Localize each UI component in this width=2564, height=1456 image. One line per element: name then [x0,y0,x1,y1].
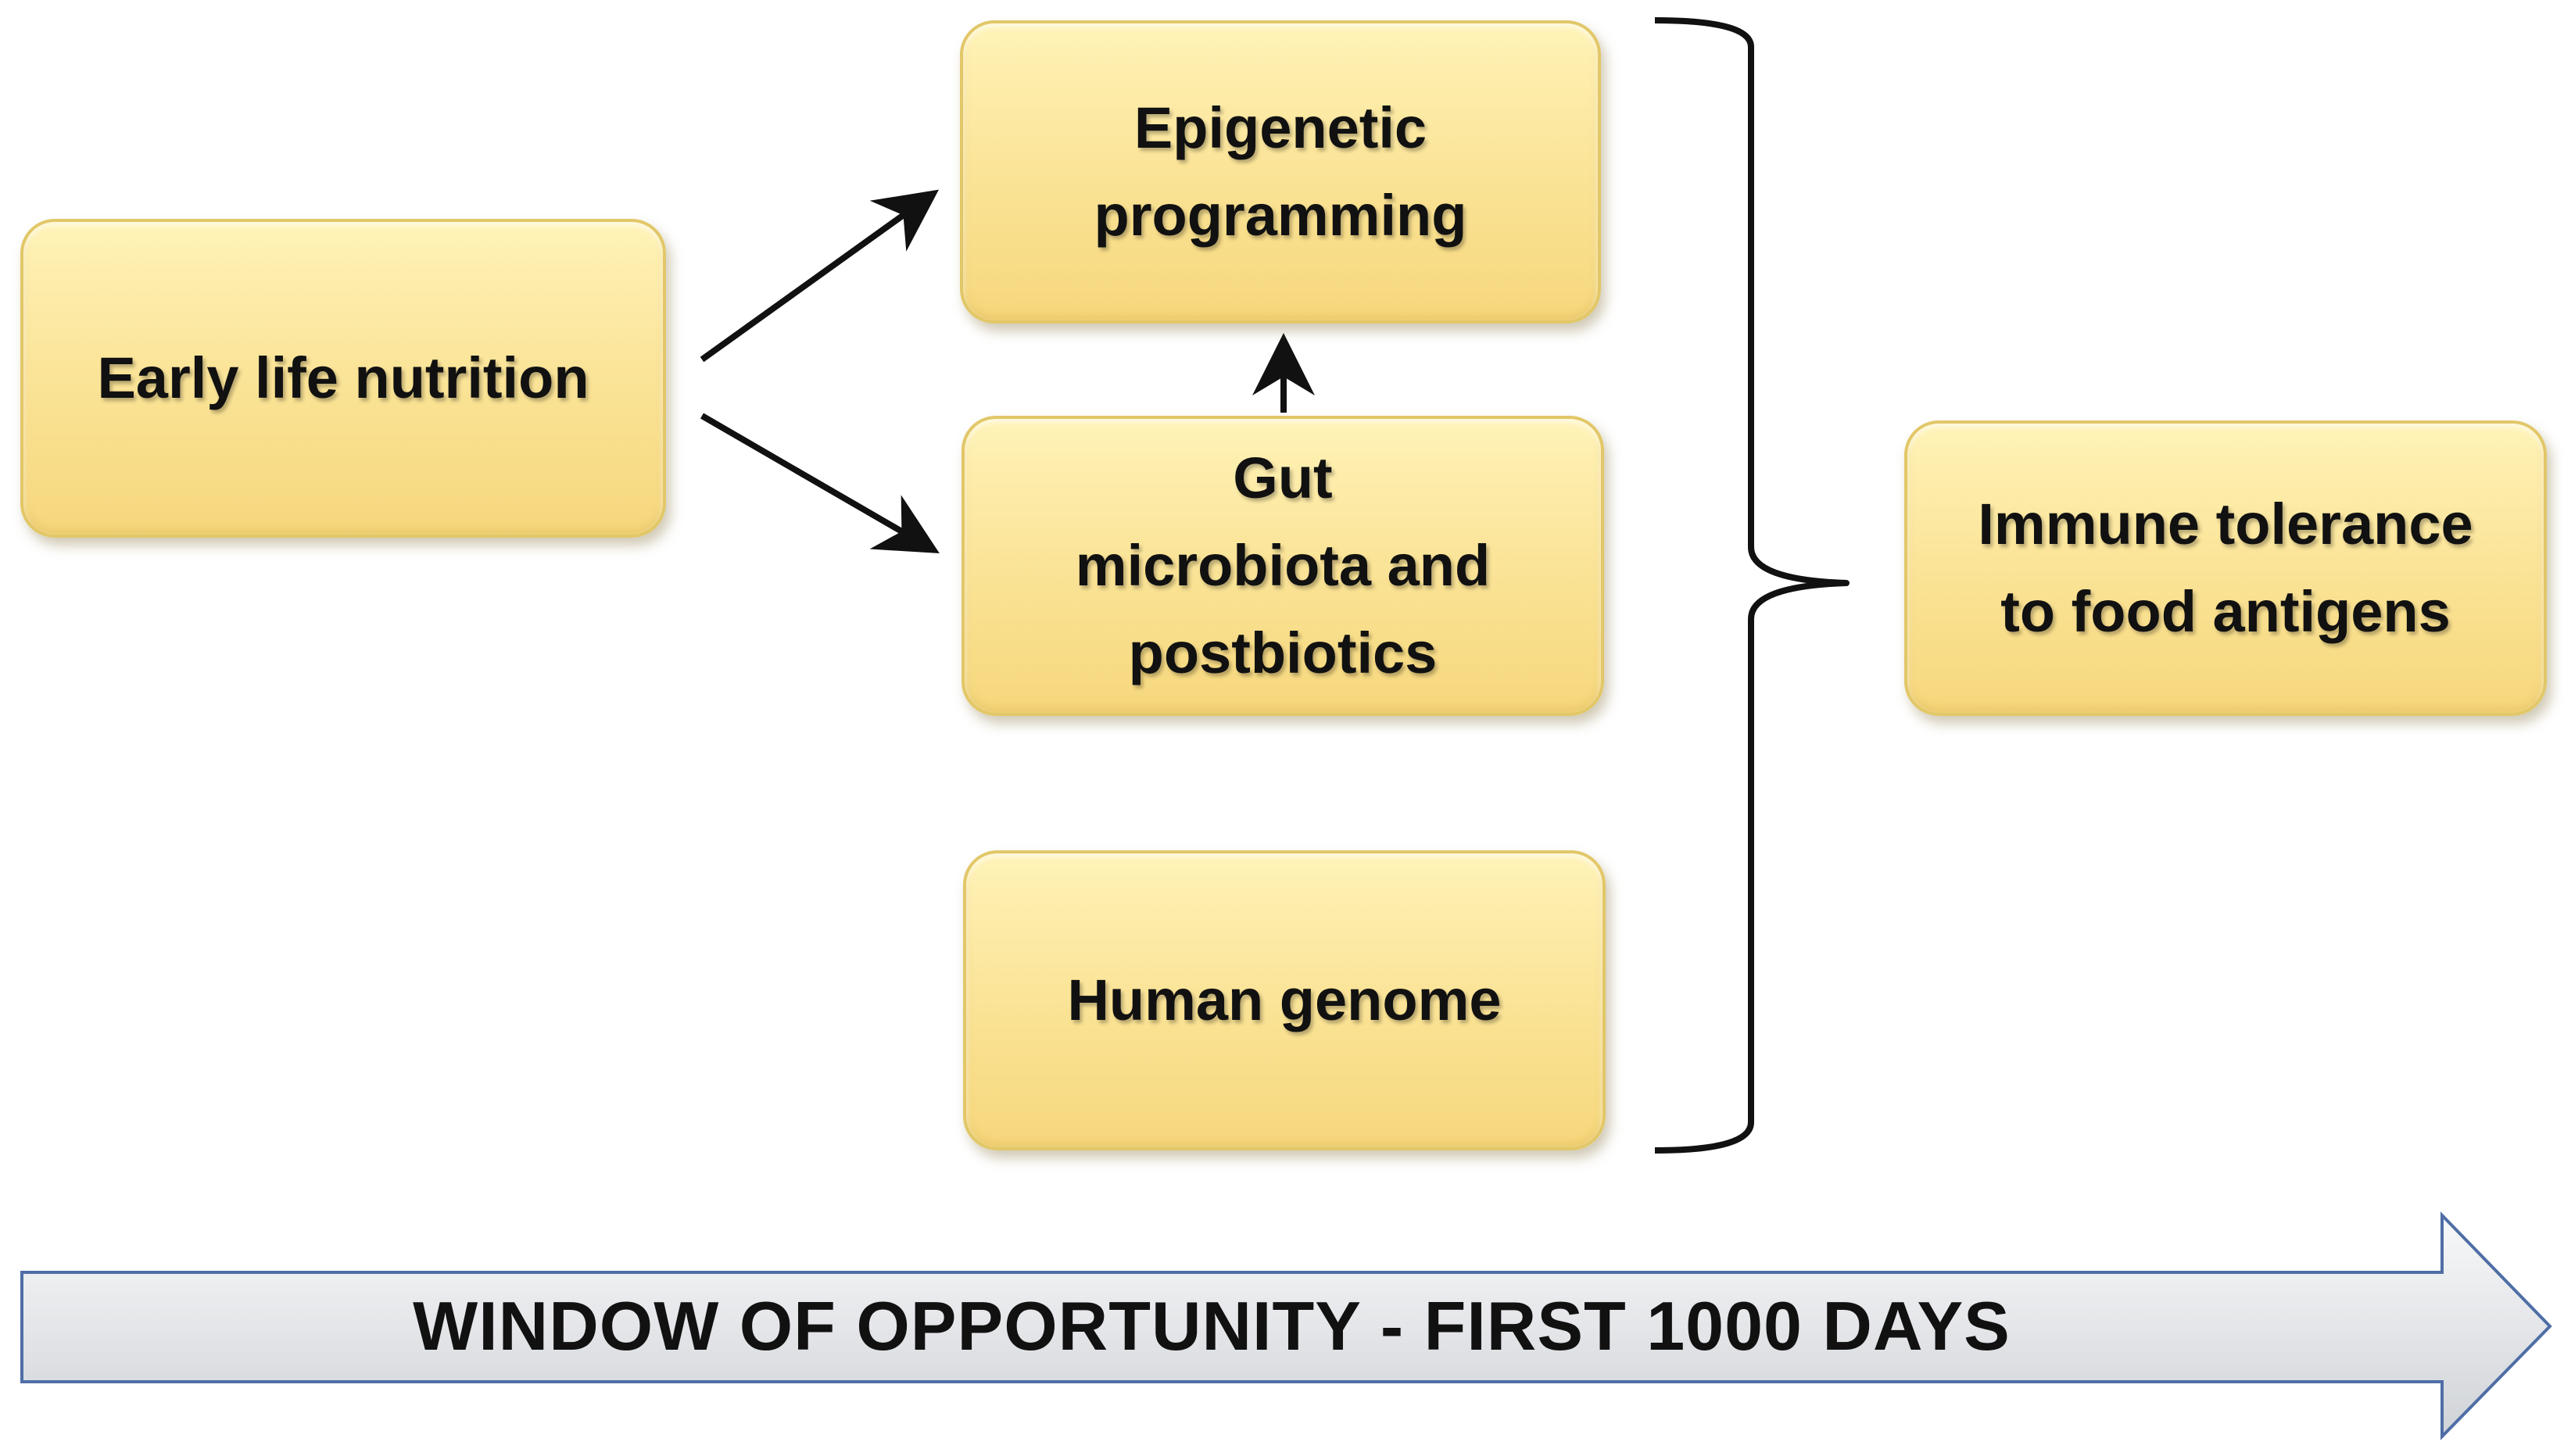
node-immune-tolerance: Immune tolerance to food antigens [1904,420,2547,716]
node-label: Human genome [1067,968,1502,1032]
node-gut-microbiota: Gut microbiota and postbiotics [962,416,1604,716]
arrow-nutrition-to-epigenetic [700,189,940,363]
node-label: Epigenetic programming [1094,95,1467,248]
node-label: Early life nutrition [97,345,589,410]
timeline-arrow [20,1211,2552,1440]
node-human-genome: Human genome [963,850,1606,1150]
grouping-bracket [1654,17,1850,1154]
node-label: Gut microbiota and postbiotics [1075,445,1491,685]
arrow-nutrition-to-gut [700,413,940,554]
node-label: Immune tolerance to food antigens [1978,492,2473,644]
timeline-label: WINDOW OF OPPORTUNITY - FIRST 1000 DAYS [413,1287,2011,1365]
node-epigenetic-programming: Epigenetic programming [960,20,1601,324]
node-early-life-nutrition: Early life nutrition [20,219,666,538]
